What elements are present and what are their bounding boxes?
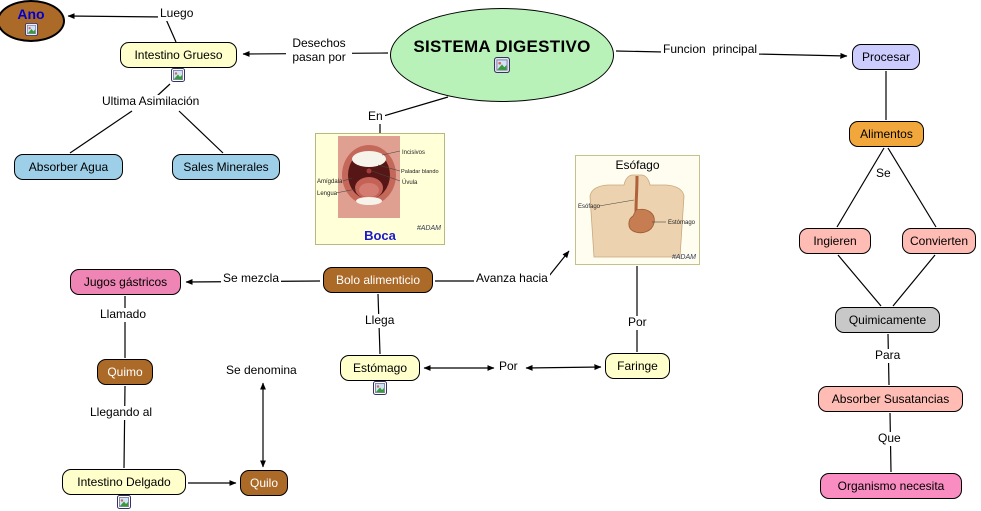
link-label-se-denomina[interactable]: Se denomina	[224, 363, 299, 378]
link-label-llegando-al[interactable]: Llegando al	[88, 405, 155, 420]
esofago-title: Esófago	[615, 158, 660, 172]
node-absorber-sustancias[interactable]: Absorber Susatancias	[818, 386, 963, 412]
node-faringe[interactable]: Faringe	[605, 353, 670, 379]
node-ingieren[interactable]: Ingieren	[799, 228, 871, 254]
connector-alimentos-convierten	[887, 147, 937, 228]
node-sales-minerales[interactable]: Sales Minerales	[172, 154, 280, 180]
link-label-line: Desechos	[292, 36, 346, 50]
link-label-desechos[interactable]: Desechos pasan por	[286, 36, 352, 65]
connector-convierten-quimicamente	[892, 254, 936, 307]
image-resource-icon[interactable]	[373, 381, 387, 395]
esofago-image-node[interactable]: Esófago Esófago Estómago #ADAM	[575, 155, 700, 265]
connector-sistema-boca	[379, 96, 449, 133]
connector-ingieren-quimicamente	[837, 254, 882, 307]
connector-ultima-sales	[178, 110, 224, 154]
node-estomago[interactable]: Estómago	[340, 355, 420, 381]
node-absorber-agua[interactable]: Absorber Agua	[14, 154, 123, 180]
link-label-llamado[interactable]: Llamado	[98, 307, 149, 322]
image-resource-icon[interactable]	[117, 495, 131, 509]
connector-alimentos-ingieren	[836, 147, 885, 228]
esofago-label-estomago: Estómago	[668, 220, 696, 226]
node-intestino-grueso[interactable]: Intestino Grueso	[120, 42, 237, 68]
link-label-funcion-principal[interactable]: Funcion principal	[661, 42, 760, 57]
boca-label-amigdala: Amígdala	[317, 179, 343, 185]
link-label-por-up[interactable]: Por	[626, 315, 649, 330]
torso-illustration: Esófago Estómago	[578, 174, 696, 258]
boca-label-uvula: Úvula	[402, 179, 418, 186]
node-bolo-alimenticio[interactable]: Bolo alimenticio	[323, 267, 433, 293]
adam-watermark: #ADAM	[416, 225, 441, 232]
node-intestino-delgado[interactable]: Intestino Delgado	[62, 469, 186, 495]
image-resource-icon[interactable]	[494, 56, 510, 73]
node-convierten[interactable]: Convierten	[902, 228, 976, 254]
node-label: SISTEMA DIGESTIVO	[413, 36, 591, 56]
link-label-avanza-hacia[interactable]: Avanza hacia	[474, 271, 550, 286]
node-quimicamente[interactable]: Quimicamente	[835, 307, 940, 333]
link-label-por-mid[interactable]: Por	[497, 359, 520, 374]
connector-ultima-agua	[69, 110, 133, 154]
link-label-ultima-asimilacion[interactable]: Ultima Asimilación	[100, 94, 202, 109]
node-quimo[interactable]: Quimo	[97, 359, 153, 385]
node-procesar[interactable]: Procesar	[852, 44, 920, 70]
image-resource-icon[interactable]	[171, 68, 185, 82]
boca-image-node[interactable]: Incisivos Paladar blando Úvula Amígdala …	[315, 133, 445, 245]
connector-por-faringe	[525, 364, 602, 371]
node-organismo-necesita[interactable]: Organismo necesita	[820, 473, 962, 499]
link-label-llega[interactable]: Llega	[363, 313, 397, 328]
node-ano[interactable]: Ano	[0, 0, 65, 42]
boca-label-paladar: Paladar blando	[401, 169, 439, 175]
adam-watermark: #ADAM	[671, 254, 696, 261]
node-label: Ano	[17, 5, 45, 22]
node-jugos-gastricos[interactable]: Jugos gástricos	[70, 269, 181, 295]
link-label-luego[interactable]: Luego	[158, 6, 196, 21]
node-quilo[interactable]: Quilo	[240, 470, 288, 496]
link-label-en[interactable]: En	[366, 109, 385, 124]
link-label-se-mezcla[interactable]: Se mezcla	[221, 271, 282, 286]
boca-label-lengua: Lengua	[317, 191, 338, 197]
image-resource-icon[interactable]	[24, 22, 38, 36]
link-label-para[interactable]: Para	[873, 348, 903, 363]
link-label-line: pasan por	[292, 49, 346, 64]
mouth-illustration: Incisivos Paladar blando Úvula Amígdala …	[317, 136, 439, 218]
boca-caption: Boca	[364, 228, 396, 243]
node-sistema-digestivo[interactable]: SISTEMA DIGESTIVO	[390, 8, 614, 102]
link-label-se[interactable]: Se	[874, 166, 893, 181]
node-alimentos[interactable]: Alimentos	[849, 121, 924, 147]
esofago-label-esofago: Esófago	[578, 204, 601, 210]
connector-quimo-delgado	[123, 385, 126, 469]
boca-label-incisivos: Incisivos	[402, 150, 425, 156]
link-label-que[interactable]: Que	[876, 431, 903, 446]
